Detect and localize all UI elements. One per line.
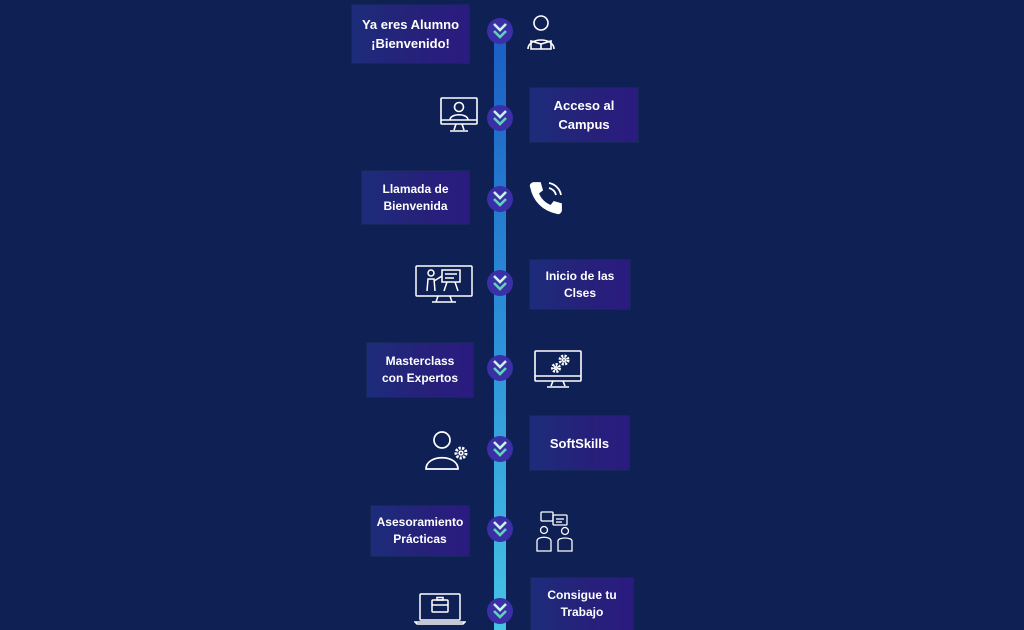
step-7-box: Asesoramiento Prácticas (371, 506, 469, 556)
computer-user-icon (439, 95, 479, 135)
step-4-box: Inicio de las Clses (530, 260, 630, 309)
student-reading-icon (523, 13, 559, 51)
chevron-down-icon (493, 23, 507, 39)
people-conversation-icon (531, 509, 577, 553)
step-4-node (487, 270, 513, 296)
step-3-box: Llamada de Bienvenida (362, 171, 469, 224)
chevron-down-icon (493, 275, 507, 291)
step-6-node (487, 436, 513, 462)
laptop-briefcase-icon (414, 592, 466, 626)
step-8-node (487, 598, 513, 624)
step-1-node (487, 18, 513, 44)
step-2-node (487, 105, 513, 131)
monitor-gears-icon (533, 349, 583, 389)
phone-call-icon (528, 180, 564, 216)
chevron-down-icon (493, 110, 507, 126)
step-3-node (487, 186, 513, 212)
step-5-node (487, 355, 513, 381)
step-6-box: SoftSkills (530, 416, 629, 470)
user-gear-icon (423, 428, 471, 472)
step-8-box: Consigue tu Trabajo (531, 578, 633, 630)
step-5-box: Masterclass con Expertos (367, 343, 473, 397)
chevron-down-icon (493, 360, 507, 376)
step-2-box: Acceso al Campus (530, 88, 638, 142)
step-1-box: Ya eres Alumno ¡Bienvenido! (352, 5, 469, 63)
chevron-down-icon (493, 441, 507, 457)
step-7-node (487, 516, 513, 542)
chevron-down-icon (493, 191, 507, 207)
teacher-presentation-icon (414, 264, 474, 304)
chevron-down-icon (493, 603, 507, 619)
chevron-down-icon (493, 521, 507, 537)
